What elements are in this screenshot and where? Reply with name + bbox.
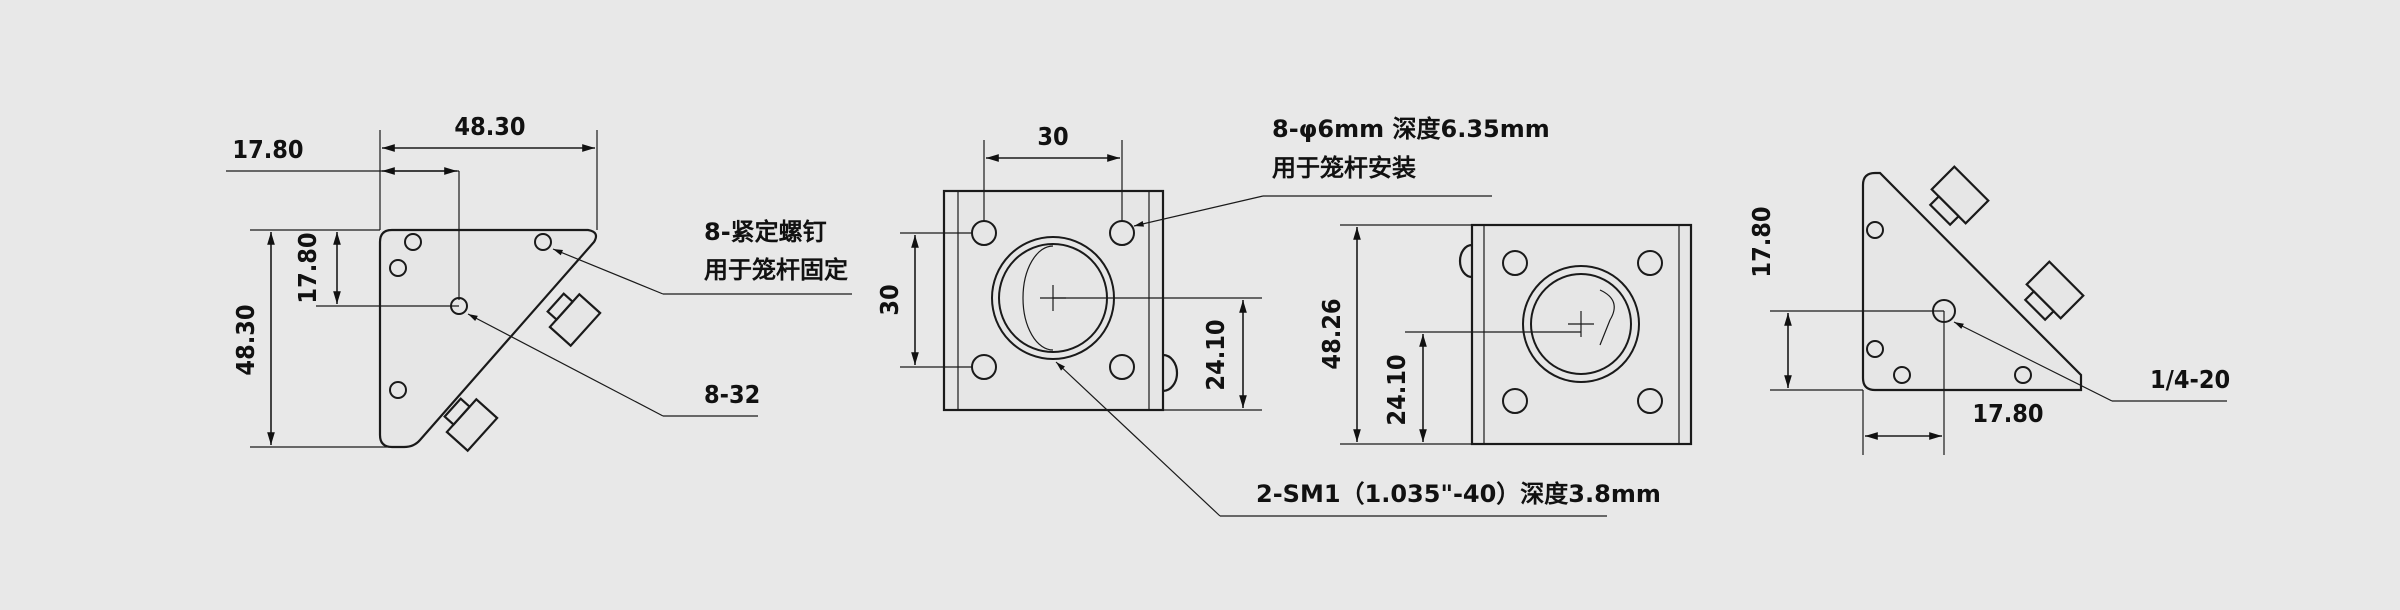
knob-upper	[1928, 165, 1990, 227]
side-view-right: 17.80 17.80 1/4-20	[1747, 165, 2230, 455]
note-holes-2: 用于笼杆安装	[1272, 154, 1416, 182]
side-boss	[1162, 353, 1179, 393]
dim-hole-spacing-v: 30	[875, 284, 904, 315]
note-holes-1: 8-φ6mm 深度6.35mm	[1272, 115, 1550, 143]
note-setscrew-2: 用于笼杆固定	[704, 256, 848, 284]
back-view: 48.26 24.10	[1317, 223, 1693, 446]
dim-height: 48.26	[1317, 298, 1346, 369]
dim-horizontal: 17.80	[1972, 399, 2043, 428]
knob-lower	[443, 397, 499, 453]
dim-hole-spacing-h: 30	[1037, 122, 1068, 151]
note-thread-1-4-20: 1/4-20	[2150, 365, 2230, 394]
holes	[389, 233, 552, 399]
knob-upper	[546, 292, 602, 348]
note-thread-8-32: 8-32	[704, 380, 760, 409]
dim-width-top: 48.30	[454, 112, 525, 141]
dim-vertical: 17.80	[1747, 206, 1776, 277]
note-sm1: 2-SM1（1.035"-40）深度3.8mm	[1256, 480, 1661, 508]
side-view-left: 48.30 17.80 48.30 17.80 8-紧定螺钉 用于笼杆固定 8-…	[226, 112, 852, 453]
front-view: 30 30 24.10 8-φ6mm 深度6.35mm 用于笼杆安装 2-SM1…	[875, 115, 1661, 517]
dim-offset-left: 17.80	[293, 232, 322, 303]
dim-center-height: 24.10	[1382, 354, 1411, 425]
knob-lower	[2023, 260, 2085, 322]
dim-height-left: 48.30	[231, 304, 260, 375]
dim-center-height: 24.10	[1201, 319, 1230, 390]
triangle-body	[1861, 171, 2083, 392]
note-setscrew-1: 8-紧定螺钉	[704, 218, 827, 246]
side-boss	[1458, 243, 1473, 279]
holes	[1502, 250, 1663, 414]
dim-offset-top: 17.80	[232, 135, 303, 164]
